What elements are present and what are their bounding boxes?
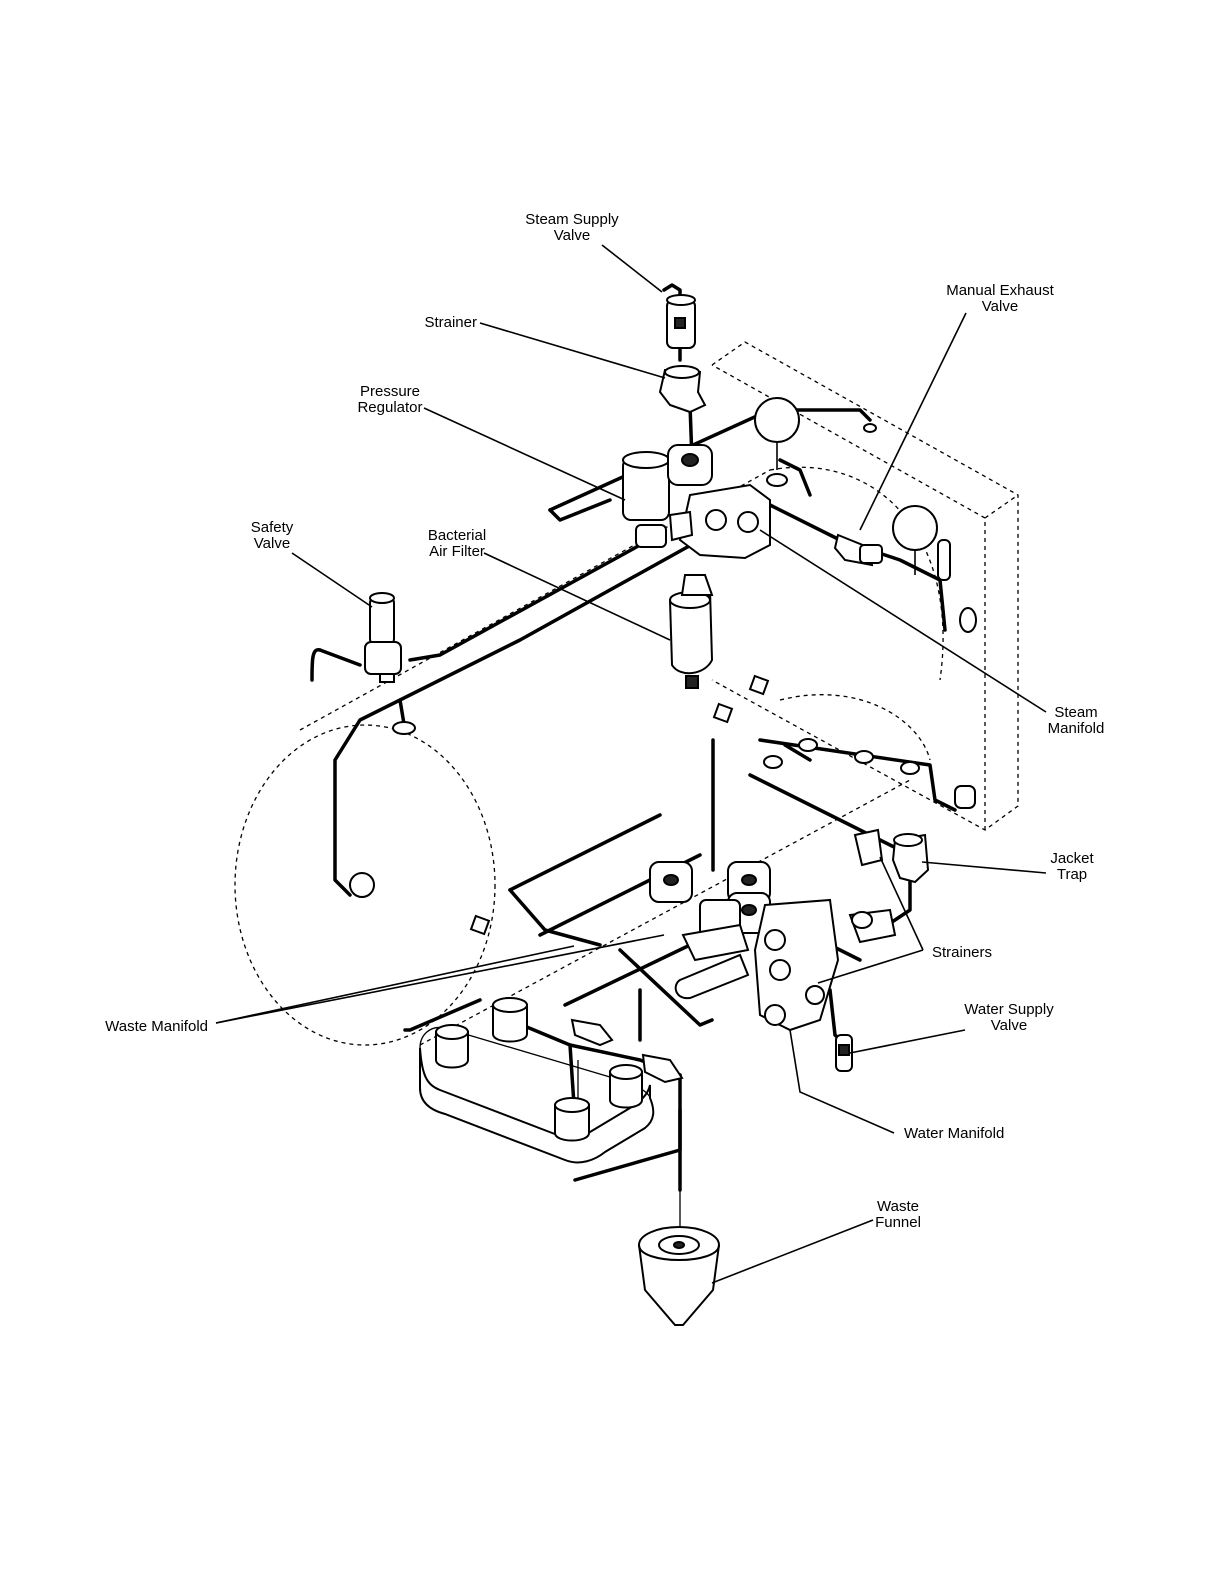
water-manifold-part: [755, 900, 838, 1030]
steam-supply-valve-part: [667, 295, 695, 348]
label-safety-valve-line1: Safety: [251, 519, 294, 536]
label-jacket-trap-line1: Jacket: [1050, 850, 1094, 867]
manual-exhaust-valve-part: [835, 535, 882, 565]
label-strainers: Strainers: [932, 944, 992, 961]
label-steam-supply-valve-line1: Steam Supply: [525, 211, 619, 228]
water-supply-valve-part: [836, 1035, 852, 1071]
solenoid-cluster: [650, 862, 770, 998]
label-waste-funnel: Waste Funnel: [875, 1198, 921, 1231]
strainers-part: [850, 910, 895, 942]
label-safety-valve-line2: Valve: [254, 535, 290, 552]
label-steam-manifold-line2: Manifold: [1048, 720, 1105, 737]
label-bacterial-air-filter-line2: Air Filter: [429, 543, 485, 560]
label-bacterial-air-filter-line1: Bacterial: [428, 527, 486, 544]
label-bacterial-air-filter: Bacterial Air Filter: [428, 527, 486, 560]
bacterial-air-filter-part: [670, 575, 712, 688]
label-waste-funnel-line1: Waste: [877, 1198, 919, 1215]
strainer-part: [660, 366, 705, 412]
label-steam-manifold-line1: Steam: [1054, 704, 1097, 721]
label-waste-manifold: Waste Manifold: [105, 1018, 208, 1035]
label-waste-funnel-line2: Funnel: [875, 1214, 921, 1231]
label-pressure-regulator-line2: Regulator: [357, 399, 422, 416]
waste-funnel-part: [639, 1227, 719, 1325]
label-safety-valve: Safety Valve: [251, 519, 294, 552]
label-water-manifold: Water Manifold: [904, 1125, 1004, 1142]
label-pressure-regulator: Pressure Regulator: [357, 383, 422, 416]
label-steam-manifold: Steam Manifold: [1048, 704, 1105, 737]
label-pressure-regulator-line1: Pressure: [360, 383, 420, 400]
label-steam-supply-valve: Steam Supply Valve: [525, 211, 619, 244]
label-water-supply-valve-line1: Water Supply: [964, 1001, 1054, 1018]
pressure-gauge-upper: [755, 398, 799, 486]
label-manual-exhaust-valve: Manual Exhaust Valve: [946, 282, 1054, 315]
jacket-trap-part: [855, 830, 928, 882]
label-manual-exhaust-valve-line1: Manual Exhaust: [946, 282, 1054, 299]
label-manual-exhaust-valve-line2: Valve: [982, 298, 1018, 315]
waste-manifold-part: [420, 998, 653, 1162]
label-strainer: Strainer: [424, 314, 477, 331]
label-water-supply-valve-line2: Valve: [991, 1017, 1027, 1034]
label-steam-supply-valve-line2: Valve: [554, 227, 590, 244]
label-water-supply-valve: Water Supply Valve: [964, 1001, 1054, 1034]
label-jacket-trap: Jacket Trap: [1050, 850, 1094, 883]
label-jacket-trap-line2: Trap: [1057, 866, 1087, 883]
